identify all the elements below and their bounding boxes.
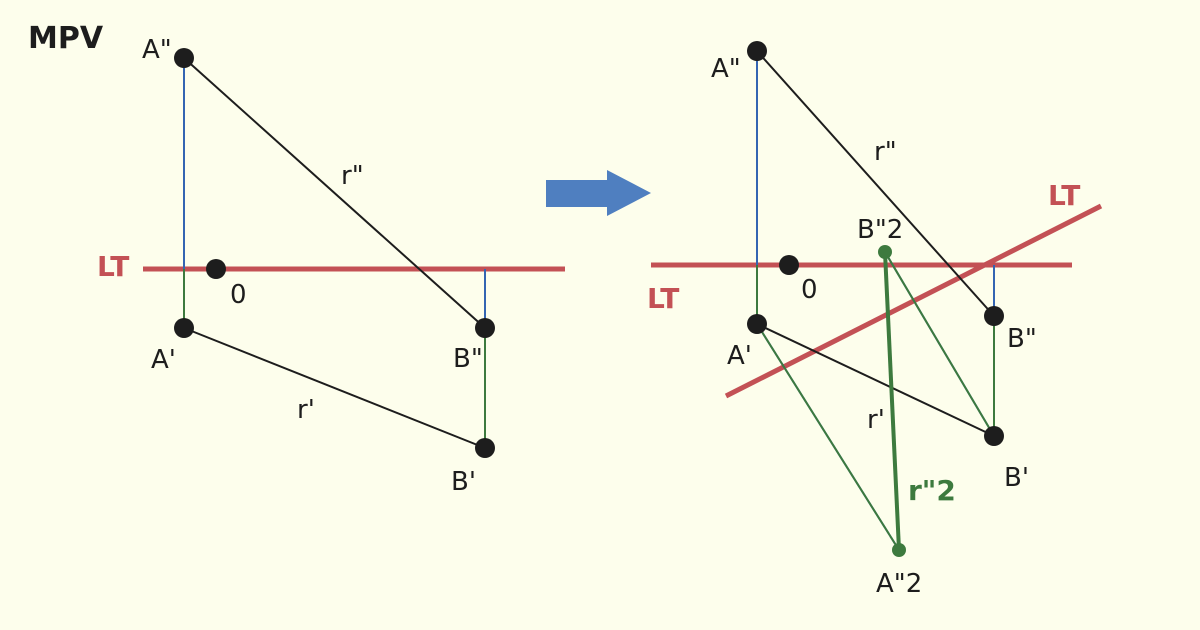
- right-label-origin: 0: [801, 275, 818, 305]
- right-label-a-double: A": [711, 54, 741, 84]
- right-lt-horizontal-label: LT: [647, 282, 679, 315]
- left-point-a-single: [174, 318, 194, 338]
- page-title: MPV: [28, 21, 104, 56]
- right-label-b-double: B": [1007, 324, 1037, 354]
- right-label-r-single: r': [867, 405, 885, 435]
- right-point-a-single: [747, 314, 767, 334]
- left-label-origin: 0: [230, 280, 247, 310]
- right-a-new-green-projector: [756, 323, 900, 551]
- right-r-double-2-line: [883, 251, 901, 551]
- right-label-b-double-2: B"2: [857, 215, 903, 245]
- right-r-double-line: [756, 50, 995, 317]
- right-label-a-single: A': [727, 341, 752, 371]
- left-lt-label: LT: [97, 250, 129, 283]
- left-r-single-line: [183, 327, 486, 449]
- left-panel: LT A" r" 0 A' r' B" B': [97, 35, 565, 497]
- left-point-a-double: [174, 48, 194, 68]
- left-label-r-single: r': [297, 395, 315, 425]
- right-label-r-double-2: r"2: [908, 474, 956, 507]
- right-panel: LT LT A" r" B"2 0 A' r' B": [647, 41, 1103, 599]
- right-point-b-double-2: [878, 245, 892, 259]
- left-r-double-line: [183, 57, 486, 329]
- transition-arrow: [546, 170, 651, 216]
- left-label-a-double: A": [142, 35, 172, 65]
- right-label-a-double-2: A"2: [876, 569, 922, 599]
- left-point-origin: [206, 259, 226, 279]
- right-point-b-single: [984, 426, 1004, 446]
- left-point-b-single: [475, 438, 495, 458]
- right-b-new-green-projector: [884, 251, 995, 437]
- left-point-b-double: [475, 318, 495, 338]
- left-label-b-double: B": [453, 344, 483, 374]
- left-label-a-single: A': [151, 345, 176, 375]
- right-label-r-double: r": [874, 137, 897, 167]
- right-r-single-line: [756, 323, 995, 437]
- right-point-a-double: [747, 41, 767, 61]
- right-lt-rotated-label: LT: [1048, 179, 1080, 212]
- right-point-origin: [779, 255, 799, 275]
- left-label-r-double: r": [341, 161, 364, 191]
- right-label-b-single: B': [1004, 463, 1029, 493]
- right-point-a-double-2: [892, 543, 906, 557]
- right-point-b-double: [984, 306, 1004, 326]
- left-label-b-single: B': [451, 467, 476, 497]
